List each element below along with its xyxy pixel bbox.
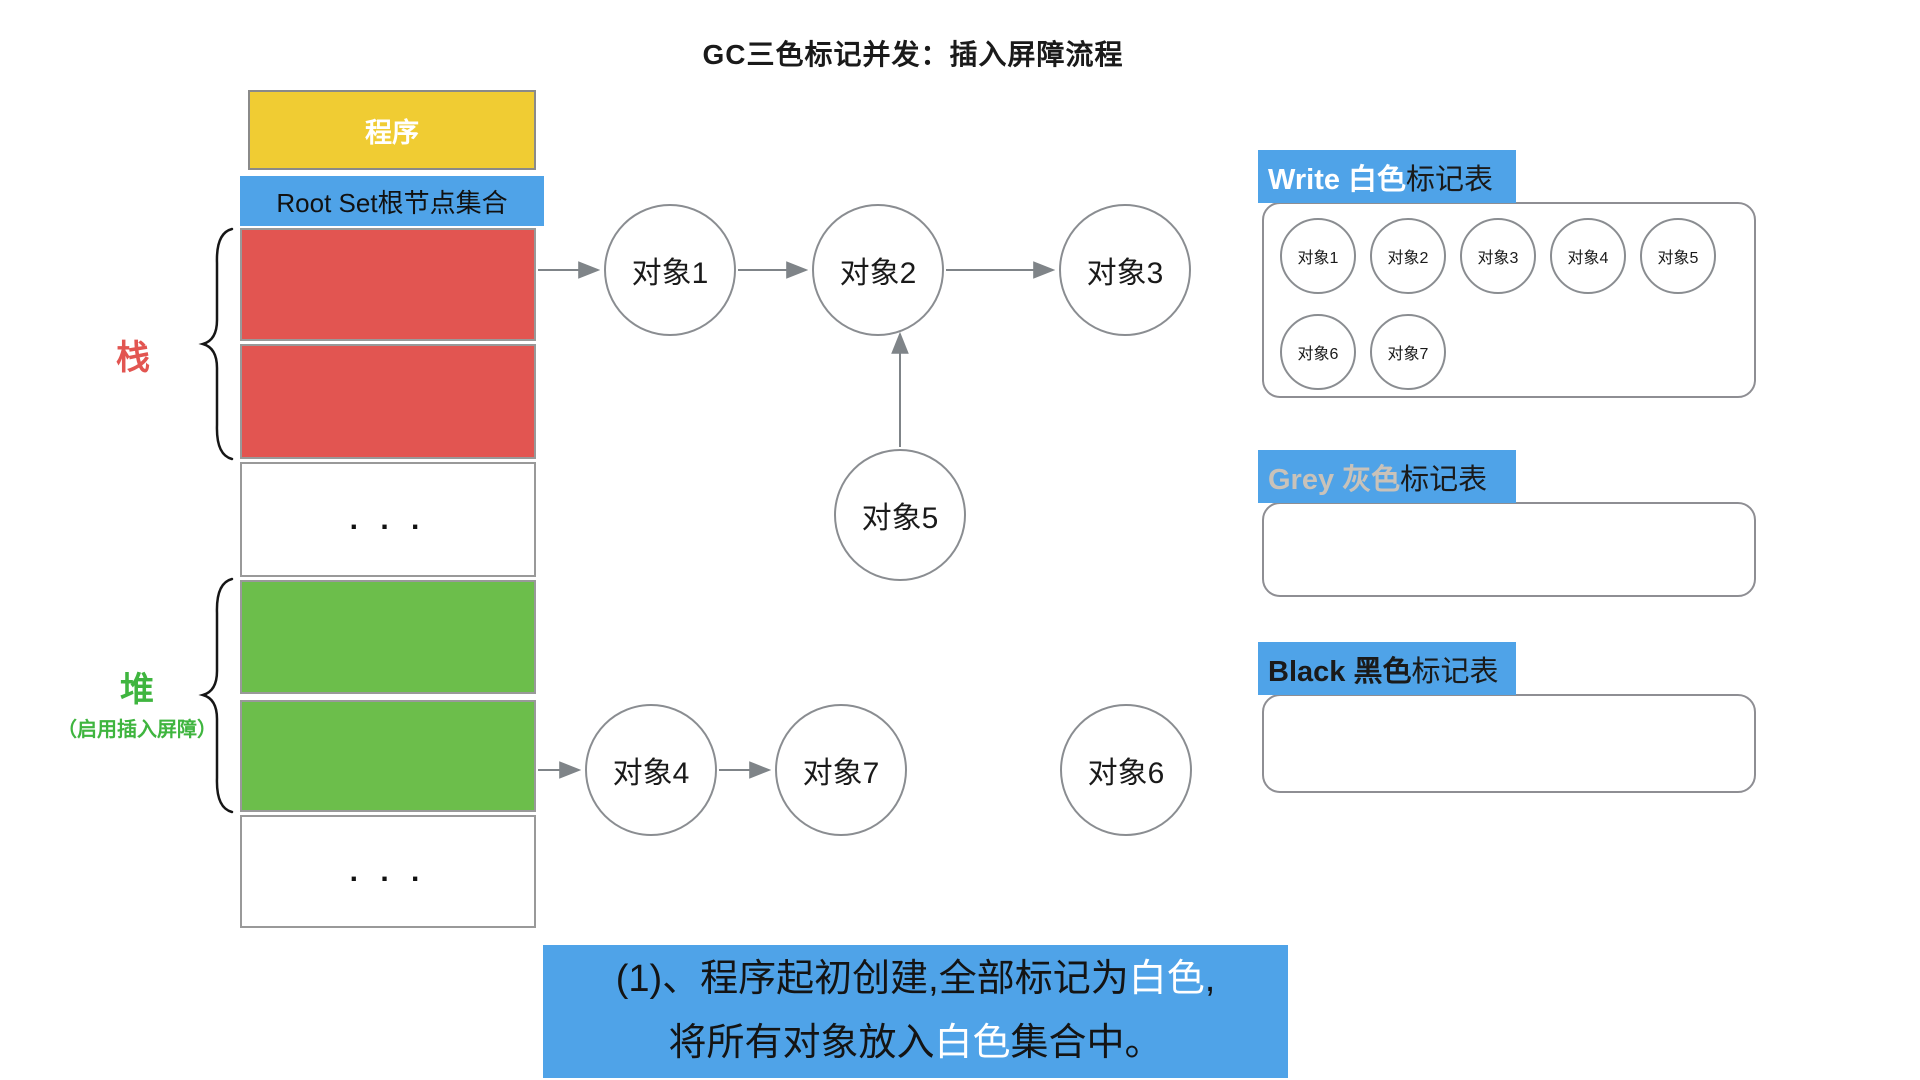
mark-table-white-header: Write 白色标记表: [1258, 150, 1516, 203]
mark-table-black: Black 黑色标记表: [1258, 642, 1760, 793]
stack-slot-red-2: [240, 344, 536, 459]
program-box: 程序: [248, 90, 536, 170]
heap-ellipsis-box: . . .: [240, 815, 536, 928]
object-node-obj6: 对象6: [1060, 704, 1192, 836]
object-node-obj1: 对象1: [604, 204, 736, 336]
table-item-white: 对象1: [1280, 218, 1356, 294]
caption-box: (1)、程序起初创建,全部标记为白色, 将所有对象放入白色集合中。: [543, 945, 1288, 1078]
table-item-white: 对象7: [1370, 314, 1446, 390]
object-node-obj5: 对象5: [834, 449, 966, 581]
stack-slot-red-1: [240, 228, 536, 341]
mark-table-white-title-rest: 标记表: [1406, 163, 1494, 196]
mark-table-black-title-accent: Black 黑色: [1268, 655, 1412, 688]
heap-brace: [198, 577, 234, 814]
object-node-obj7: 对象7: [775, 704, 907, 836]
page-title: GC三色标记并发：插入屏障流程: [702, 39, 1124, 70]
mark-table-grey-body: [1262, 502, 1756, 597]
stack-brace: [198, 227, 234, 461]
caption-segment: ,: [1204, 958, 1216, 1000]
mark-table-grey-title-rest: 标记表: [1400, 463, 1488, 496]
caption-segment: 白色: [1128, 958, 1205, 1000]
object-node-obj2: 对象2: [812, 204, 944, 336]
caption-segment: (1)、程序起初创建,全部标记为: [615, 958, 1129, 1000]
caption-line-1: (1)、程序起初创建,全部标记为白色,: [543, 947, 1288, 1011]
object-node-obj3: 对象3: [1059, 204, 1191, 336]
table-item-white: 对象2: [1370, 218, 1446, 294]
table-item-white: 对象6: [1280, 314, 1356, 390]
mark-table-grey: Grey 灰色标记表: [1258, 450, 1760, 597]
object-node-obj4: 对象4: [585, 704, 717, 836]
heap-slot-green-1: [240, 580, 536, 694]
caption-line-2: 将所有对象放入白色集合中。: [543, 1011, 1288, 1075]
heap-note: （启用插入屏障）: [57, 719, 217, 741]
stack-label: 栈: [116, 339, 150, 377]
caption-segment: 将所有对象放入: [668, 1022, 935, 1064]
stack-ellipsis-box: . . .: [240, 462, 536, 577]
mark-table-grey-header: Grey 灰色标记表: [1258, 450, 1516, 503]
heap-slot-green-2: [240, 700, 536, 812]
caption-segment: 集合中。: [1010, 1022, 1163, 1064]
table-item-white: 对象3: [1460, 218, 1536, 294]
caption-segment: 白色: [934, 1022, 1011, 1064]
mark-table-grey-title-accent: Grey 灰色: [1268, 463, 1401, 496]
mark-table-black-body: [1262, 694, 1756, 793]
table-item-white: 对象5: [1640, 218, 1716, 294]
table-item-white: 对象4: [1550, 218, 1626, 294]
mark-table-white-title-accent: Write 白色: [1268, 163, 1407, 196]
root-set-box: Root Set根节点集合: [240, 176, 544, 226]
mark-table-black-title-rest: 标记表: [1411, 655, 1499, 688]
mark-table-black-header: Black 黑色标记表: [1258, 642, 1516, 695]
heap-label: 堆: [120, 671, 154, 709]
